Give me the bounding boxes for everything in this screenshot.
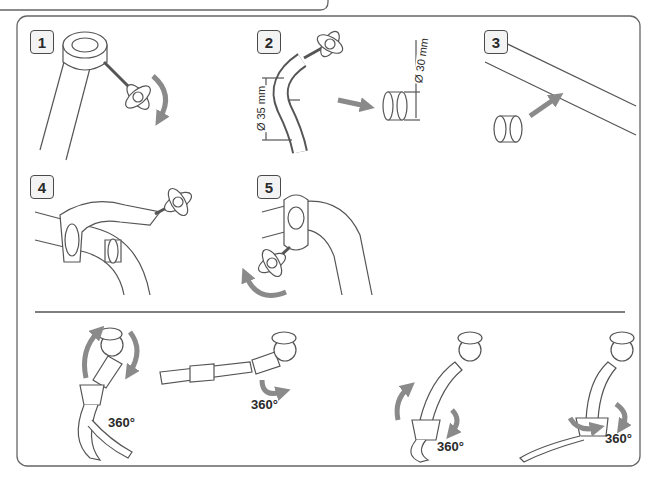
- rotation-label: 360°: [604, 432, 633, 445]
- step-number-box: 1: [30, 30, 54, 54]
- step-number-box: 5: [257, 175, 281, 199]
- step-number-box: 2: [257, 30, 281, 54]
- rotation-label: 360°: [107, 416, 136, 429]
- step-number-box: 3: [484, 30, 508, 54]
- rotation-label: 360°: [436, 440, 465, 453]
- step-number: 1: [38, 35, 46, 50]
- step-number-box: 4: [30, 175, 54, 199]
- step-number: 5: [265, 180, 273, 195]
- step-number: 3: [492, 35, 500, 50]
- rotation-label: 360°: [250, 398, 279, 411]
- step-number: 4: [38, 180, 46, 195]
- step-number: 2: [265, 35, 273, 50]
- dimension-label: Ø 35 mm: [256, 85, 267, 132]
